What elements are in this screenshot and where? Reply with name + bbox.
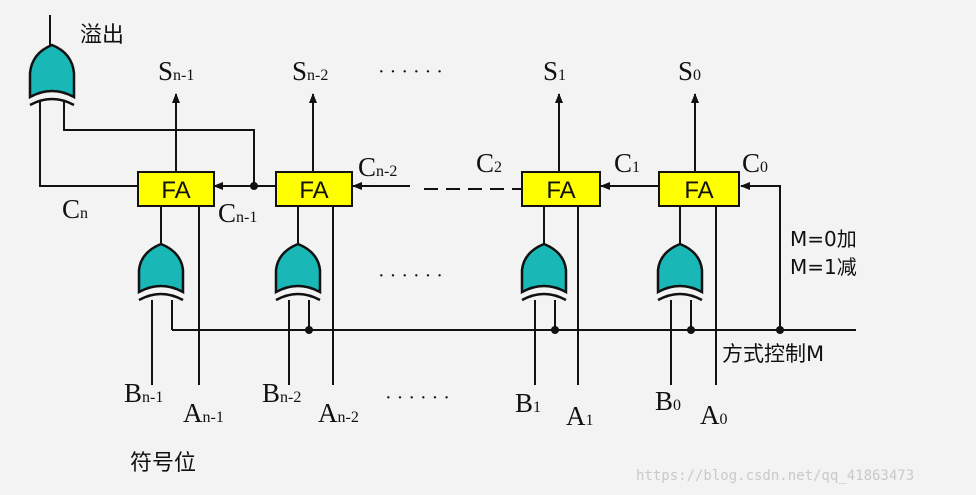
full-adder-label: FA: [299, 177, 328, 204]
carry-label-c0: C0: [742, 148, 768, 178]
xor-gate: [274, 242, 322, 302]
input-a-label: An-1: [183, 398, 224, 428]
junction-dot: [305, 326, 313, 334]
sign-bit-label: 符号位: [130, 451, 196, 476]
watermark: https://blog.csdn.net/qq_41863473: [636, 468, 914, 484]
input-a-label: A1: [566, 401, 594, 431]
junction-dot: [551, 326, 559, 334]
full-adder: FA: [658, 171, 740, 207]
mode-sub-label: M=1减: [790, 255, 857, 279]
mode-add-label: M=0加: [790, 227, 857, 251]
carry-label-cn1: Cn-1: [218, 198, 257, 228]
wires: [39, 15, 856, 385]
sum-label: Sn-2: [292, 56, 328, 86]
xor-gate: [656, 242, 704, 302]
input-b-label: B0: [655, 386, 681, 416]
full-adder: FA: [275, 171, 353, 207]
overflow-label: 溢出: [80, 23, 124, 48]
carry-label-c1: C1: [614, 148, 640, 178]
carry-label-cn2: Cn-2: [358, 152, 397, 182]
full-adder-label: FA: [684, 177, 713, 204]
ellipsis-top: · · · · · ·: [378, 61, 443, 83]
junctions: [250, 182, 784, 334]
mode-control-label: 方式控制M: [722, 342, 824, 366]
xor-gate: [520, 242, 568, 302]
xor-gate: [137, 242, 185, 302]
full-adder-label: FA: [546, 177, 575, 204]
cn-wire: [39, 100, 138, 187]
sum-label: S1: [543, 56, 566, 86]
input-b-label: Bn-1: [124, 378, 163, 408]
c0-feed-wire: [740, 182, 781, 330]
carry-label-cn: Cn: [62, 194, 88, 224]
input-b-label: B1: [515, 388, 541, 418]
ellipsis-middle: · · · · · ·: [378, 265, 443, 287]
sum-label: S0: [678, 56, 701, 86]
carry-label-c2: C2: [476, 148, 502, 178]
input-b-label: Bn-2: [262, 378, 301, 408]
junction-dot: [687, 326, 695, 334]
junction-dot: [776, 326, 784, 334]
full-adder-label: FA: [161, 177, 190, 204]
cn1-tap-wire: [63, 100, 255, 186]
sum-label: Sn-1: [158, 56, 194, 86]
junction-dot: [250, 182, 258, 190]
full-adder: FA: [521, 171, 601, 207]
overflow-xor-gate: [28, 43, 76, 107]
full-adder: FA: [137, 171, 215, 207]
ellipsis-bottom: · · · · · ·: [385, 387, 450, 409]
input-a-label: A0: [700, 400, 728, 430]
input-a-label: An-2: [318, 398, 359, 428]
